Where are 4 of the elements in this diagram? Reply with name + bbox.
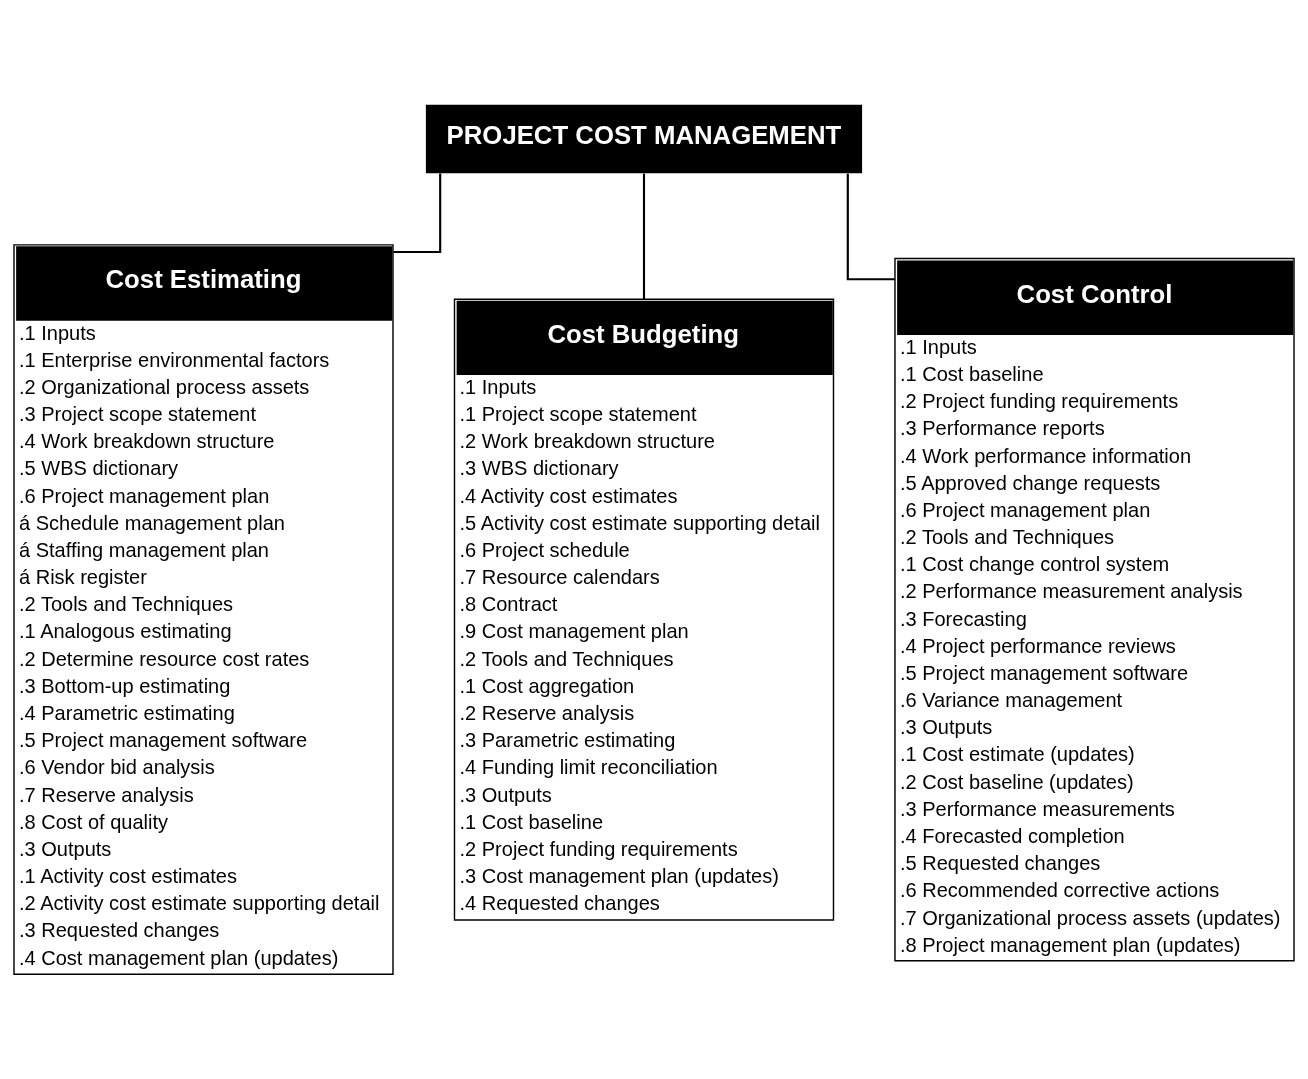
connector <box>846 173 895 281</box>
node-box: PROJECT COST MANAGEMENT <box>425 104 863 174</box>
connector <box>642 173 646 299</box>
connector <box>393 173 442 254</box>
